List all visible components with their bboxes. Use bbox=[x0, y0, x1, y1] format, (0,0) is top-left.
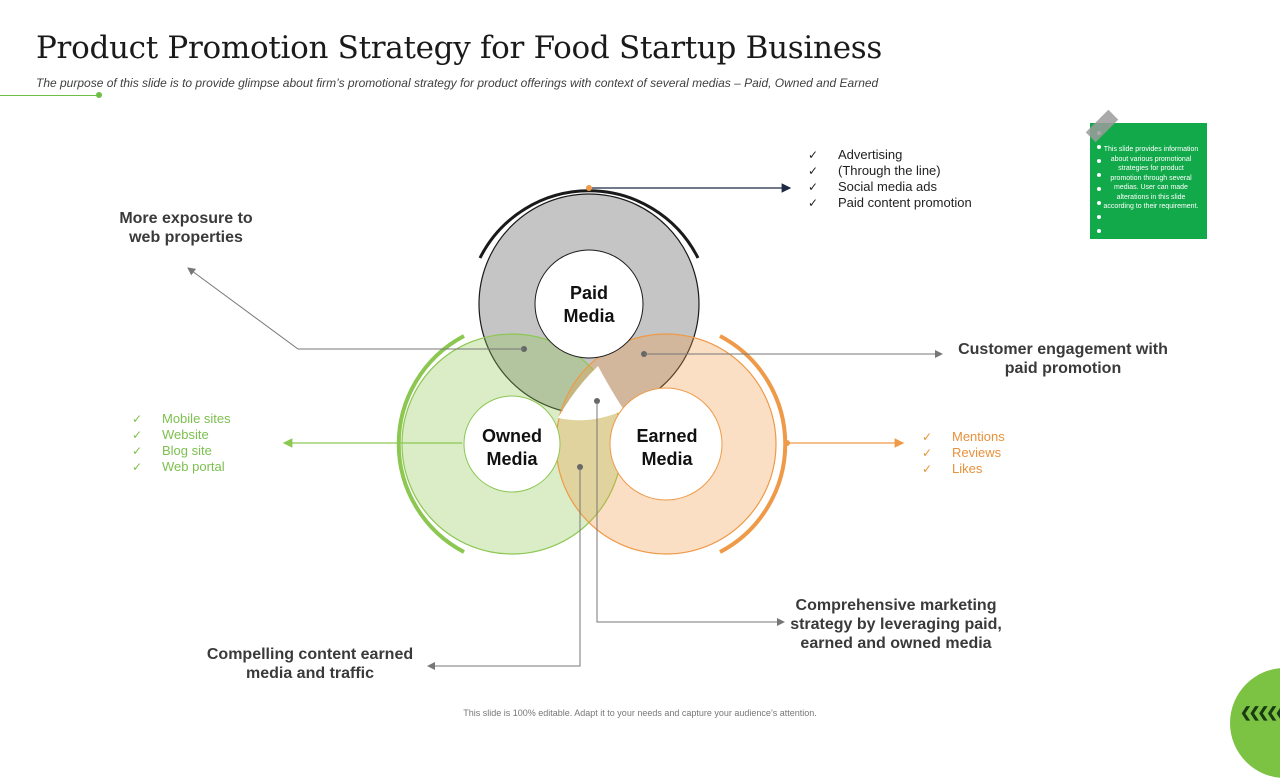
comprehensive-note: Comprehensive marketing strategy by leve… bbox=[790, 597, 1002, 652]
list-item: ✓Advertising bbox=[808, 147, 903, 162]
list-item: ✓Reviews bbox=[922, 445, 1002, 460]
chevron-icon: ❮❮❮❮❮ bbox=[1240, 704, 1280, 720]
page-subtitle: The purpose of this slide is to provide … bbox=[36, 76, 879, 90]
venn-diagram bbox=[187, 183, 943, 670]
exposure-connector bbox=[187, 267, 524, 350]
list-item: ✓Paid content promotion bbox=[808, 195, 972, 210]
center-triangle bbox=[558, 366, 624, 421]
list-item: ✓Likes bbox=[922, 461, 983, 476]
check-icon: ✓ bbox=[132, 428, 143, 442]
earned-inner-circle bbox=[609, 387, 723, 501]
check-icon: ✓ bbox=[922, 446, 933, 460]
paid-inner-circle bbox=[534, 249, 644, 359]
compelling-note: Compelling content earned media and traf… bbox=[206, 646, 414, 682]
list-item: ✓Mentions bbox=[922, 429, 1005, 444]
comprehensive-connector bbox=[596, 401, 785, 626]
list-item: ✓Mobile sites bbox=[132, 411, 231, 426]
list-item: ✓Blog site bbox=[132, 443, 212, 458]
check-icon: ✓ bbox=[922, 430, 933, 444]
compelling-connector bbox=[427, 467, 581, 670]
check-icon: ✓ bbox=[132, 412, 143, 426]
list-item: ✓Social media ads bbox=[808, 179, 937, 194]
exposure-note: More exposure to web properties bbox=[119, 210, 253, 246]
owned-inner-circle bbox=[463, 395, 561, 493]
footer-note: This slide is 100% editable. Adapt it to… bbox=[463, 708, 817, 718]
title-underline bbox=[0, 95, 100, 96]
check-icon: ✓ bbox=[808, 148, 819, 162]
sticky-note: This slide provides information about va… bbox=[1090, 123, 1207, 239]
list-item: ✓(Through the line) bbox=[808, 163, 941, 178]
paid-media-list: ✓Advertising ✓(Through the line) ✓Social… bbox=[808, 147, 972, 211]
check-icon: ✓ bbox=[922, 462, 933, 476]
earned-media-label: Earned Media bbox=[636, 426, 698, 469]
list-item: ✓Website bbox=[132, 427, 209, 442]
earned-media-list: ✓Mentions ✓Reviews ✓Likes bbox=[922, 429, 1005, 477]
check-icon: ✓ bbox=[808, 180, 819, 194]
title-underline-dot bbox=[96, 92, 102, 98]
paid-media-label: Paid Media bbox=[563, 283, 615, 326]
owned-media-list: ✓Mobile sites ✓Website ✓Blog site ✓Web p… bbox=[132, 411, 231, 475]
check-icon: ✓ bbox=[132, 460, 143, 474]
check-icon: ✓ bbox=[808, 196, 819, 210]
owned-outer-arc bbox=[396, 334, 465, 554]
page-title: Product Promotion Strategy for Food Star… bbox=[36, 30, 882, 66]
check-icon: ✓ bbox=[808, 164, 819, 178]
engagement-note: Customer engagement with paid promotion bbox=[958, 341, 1168, 377]
owned-media-label: Owned Media bbox=[481, 426, 542, 469]
sticky-note-text: This slide provides information about va… bbox=[1103, 146, 1199, 210]
list-item: ✓Web portal bbox=[132, 459, 225, 474]
check-icon: ✓ bbox=[132, 444, 143, 458]
